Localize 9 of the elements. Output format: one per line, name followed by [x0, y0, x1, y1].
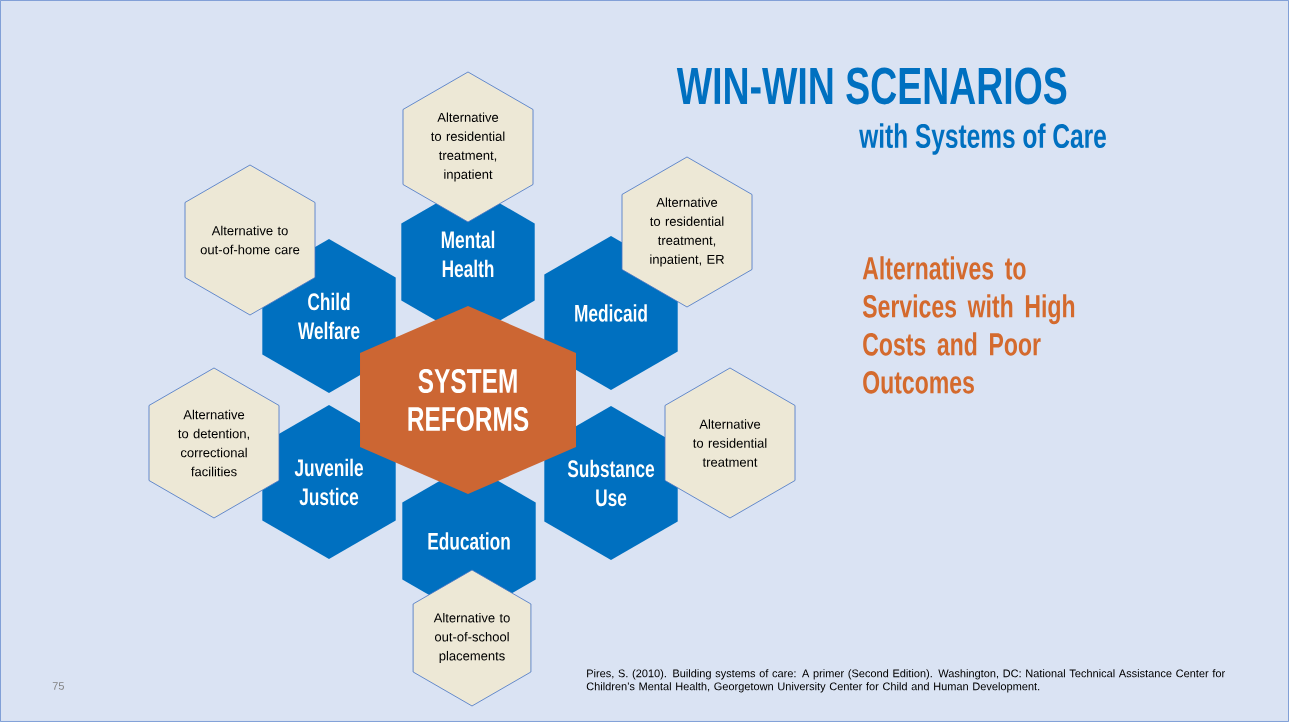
citation: Pires, S. (2010). Building systems of care: A primer (Second Edition). Washington, DC: National Technical Assistance Center for Children’s Mental Health, Georgetown University Center for Child and Human Development.: [586, 669, 1225, 693]
hexagon: Alternative to detention, correctional facilities: [148, 367, 280, 519]
subtitle: with Systems of Care: [859, 123, 1106, 155]
hexagon: Alternative to residential treatment, inpatient: [402, 71, 534, 223]
title: WIN-WIN SCENARIOS: [676, 67, 1067, 105]
heading: Alternatives to Services with High Costs and Poor Outcomes: [862, 256, 1075, 394]
hexagon: Alternative to residential treatment: [664, 367, 796, 519]
page-number: 75: [52, 682, 64, 690]
hexagon: Alternative to out-of-school placements: [412, 569, 532, 707]
